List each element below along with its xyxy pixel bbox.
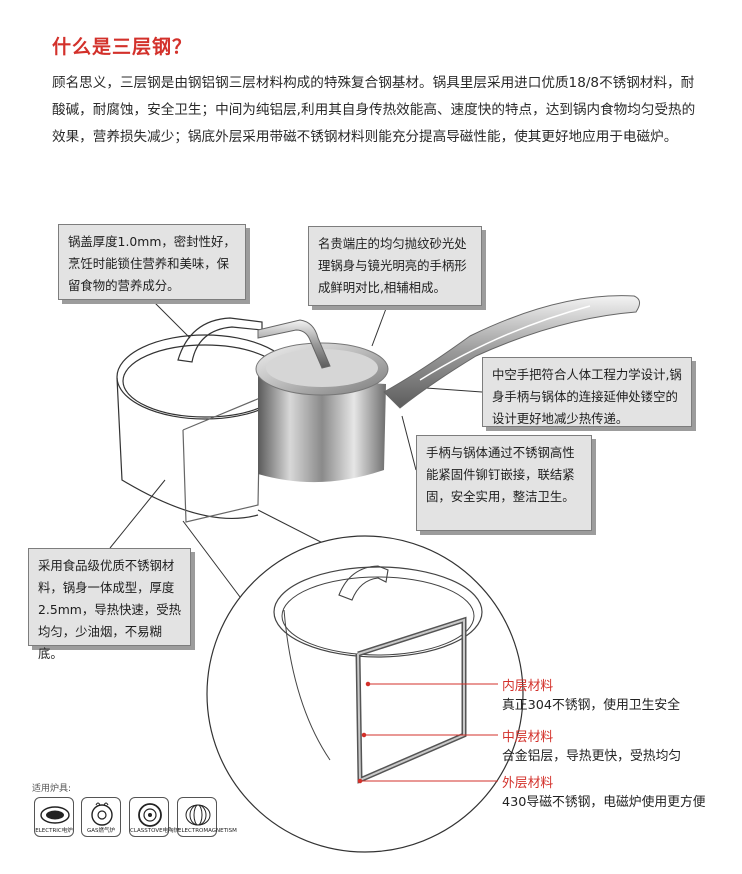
electric-stove-caption: ELECTRIC电炉: [35, 828, 73, 834]
layer-middle: 中层材料 合金铝层，导热更快，受热均匀: [502, 728, 681, 766]
gas-stove-icon: GAS燃气炉: [81, 797, 121, 837]
callout-handle: 中空手把符合人体工程力学设计,锅身手柄与锅体的连接延伸处镂空的设计更好地减少热传…: [482, 357, 692, 427]
layer-middle-desc: 合金铝层，导热更快，受热均匀: [502, 749, 682, 764]
page-title: 什么是三层钢？: [52, 36, 193, 58]
layer-middle-name: 中层材料: [502, 730, 554, 745]
layer-inner-name: 内层材料: [502, 679, 554, 694]
gas-stove-caption: GAS燃气炉: [86, 828, 116, 834]
layer-outer-name: 外层材料: [502, 776, 554, 791]
intro-paragraph: 顾名思义，三层钢是由钢铝钢三层材料构成的特殊复合钢基材。锅具里层采用进口优质18…: [52, 75, 696, 145]
layer-inner-desc: 真正304不锈钢，使用卫生安全: [502, 698, 680, 713]
cooktops-label: 适用炉具:: [32, 784, 72, 794]
layer-outer-desc: 430导磁不锈钢，电磁炉使用更方便: [502, 795, 706, 810]
callout-rivet: 手柄与锅体通过不锈钢高性能紧固件铆钉嵌接，联结紧固，安全实用，整洁卫生。: [416, 435, 592, 531]
pot-photo: [255, 295, 640, 483]
ceramic-stove-caption: CLASSTOVE电陶炉: [130, 828, 180, 834]
layer-pointers: [357, 681, 498, 784]
layer-outer: 外层材料 430导磁不锈钢，电磁炉使用更方便: [502, 774, 706, 812]
callout-polish: 名贵端庄的均匀抛纹砂光处理锅身与镜光明亮的手柄形成鲜明对比,相辅相成。: [308, 226, 482, 306]
induction-stove-icon: ELECTROMAGNETISM: [177, 797, 237, 837]
cross-section-magnifier: [206, 535, 524, 853]
layer-inner: 内层材料 真正304不锈钢，使用卫生安全: [502, 677, 680, 715]
electric-stove-icon: ELECTRIC电炉: [34, 797, 74, 837]
induction-stove-caption: ELECTROMAGNETISM: [178, 828, 237, 834]
callout-lid: 锅盖厚度1.0mm，密封性好，烹饪时能锁住营养和美味，保留食物的营养成分。: [58, 224, 246, 300]
ceramic-stove-icon: CLASSTOVE电陶炉: [129, 797, 180, 837]
callout-body: 采用食品级优质不锈钢材料，锅身一体成型，厚度2.5mm，导热快速，受热均匀，少油…: [28, 548, 191, 661]
